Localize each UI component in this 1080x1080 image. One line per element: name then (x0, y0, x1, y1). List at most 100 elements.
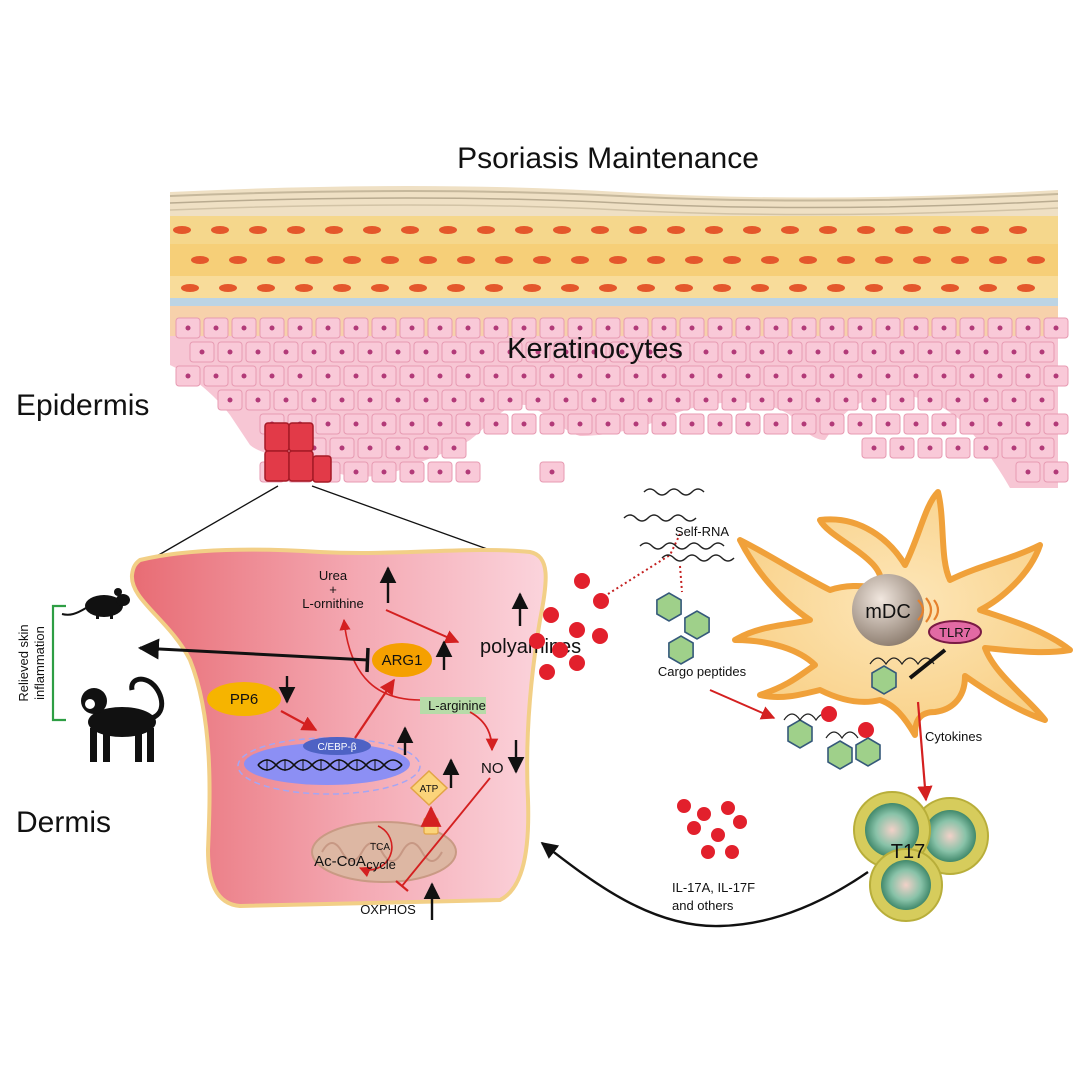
granular-nucleus (295, 284, 313, 292)
spinous-nucleus (759, 349, 765, 355)
spinous-nucleus (185, 325, 191, 331)
spinous-nucleus (871, 397, 877, 403)
spinous-nucleus (297, 325, 303, 331)
granular-nucleus (305, 256, 323, 264)
granular-nucleus (895, 226, 913, 234)
spinous-nucleus (549, 469, 555, 475)
spinous-nucleus (353, 325, 359, 331)
il17-dot (687, 821, 701, 835)
spinous-nucleus (899, 349, 905, 355)
spinous-nucleus (521, 421, 527, 427)
spinous-nucleus (1025, 373, 1031, 379)
spinous-nucleus (563, 397, 569, 403)
spinous-nucleus (1053, 469, 1059, 475)
granular-nucleus (629, 226, 647, 234)
granular-nucleus (591, 226, 609, 234)
granular-nucleus (799, 256, 817, 264)
highlighted-keratinocyte-cluster (264, 422, 332, 483)
spinous-nucleus (549, 325, 555, 331)
plus-label: + (329, 582, 337, 597)
cycle-label: cycle (366, 857, 396, 872)
granular-nucleus (705, 226, 723, 234)
granular-nucleus (249, 226, 267, 234)
spinous-nucleus (269, 325, 275, 331)
cebp-label: C/EBP-β (317, 742, 356, 753)
granular-nucleus (723, 256, 741, 264)
polyamine-dot (569, 622, 585, 638)
spinous-nucleus (241, 373, 247, 379)
granular-nucleus (647, 256, 665, 264)
spinous-nucleus (423, 349, 429, 355)
il17-dot (701, 845, 715, 859)
spinous-nucleus (297, 373, 303, 379)
cebp-to-arg1-arrow (354, 678, 395, 739)
spinous-nucleus (661, 325, 667, 331)
il17-dots (677, 799, 747, 859)
polyamine-dots (529, 573, 609, 680)
spinous-nucleus (927, 397, 933, 403)
granular-nucleus (561, 284, 579, 292)
mdc-label: mDC (865, 601, 911, 623)
spinous-nucleus (675, 349, 681, 355)
spinous-nucleus (437, 469, 443, 475)
granular-nucleus (685, 256, 703, 264)
granular-nucleus (637, 284, 655, 292)
granular-nucleus (913, 256, 931, 264)
granular-nucleus (523, 284, 541, 292)
spinous-nucleus (941, 421, 947, 427)
granular-nucleus (267, 256, 285, 264)
spinous-nucleus (689, 421, 695, 427)
dendritic-cell (732, 489, 1073, 738)
spinous-nucleus (955, 349, 961, 355)
granular-nucleus (457, 256, 475, 264)
granular-nucleus (419, 256, 437, 264)
spinous-cells (175, 317, 1069, 483)
regulation-arrows (278, 566, 529, 920)
granular-nucleus (979, 284, 997, 292)
spinous-nucleus (521, 325, 527, 331)
no-label: NO (481, 760, 504, 777)
granular-nucleus (865, 284, 883, 292)
spinous-nucleus (1039, 397, 1045, 403)
relieved-label-line2: inflammation (32, 626, 47, 700)
spinous-nucleus (759, 397, 765, 403)
spinous-nucleus (1011, 349, 1017, 355)
spinous-nucleus (927, 349, 933, 355)
granular-nucleus (485, 284, 503, 292)
zoomed-keratinocyte (129, 547, 548, 909)
spinous-nucleus (815, 397, 821, 403)
spinous-nucleus (325, 373, 331, 379)
spinous-nucleus (381, 373, 387, 379)
spinous-nucleus (983, 445, 989, 451)
spinous-nucleus (941, 373, 947, 379)
spinous-nucleus (465, 325, 471, 331)
spinous-nucleus (997, 373, 1003, 379)
granular-nucleus (173, 226, 191, 234)
spinous-nucleus (227, 349, 233, 355)
spinous-nucleus (633, 325, 639, 331)
spinous-nucleus (213, 325, 219, 331)
figure-title: Psoriasis Maintenance (457, 142, 759, 175)
granular-nucleus (1027, 256, 1045, 264)
rna-peptide-complexes (783, 706, 881, 770)
zoom-line-right (311, 485, 491, 551)
ornithine-to-polyamines-arrow (385, 609, 460, 644)
granular-nucleus (211, 226, 229, 234)
arginine-to-ornithine-arrow (339, 618, 421, 701)
atp-diamond (409, 769, 449, 807)
spinous-nucleus (983, 349, 989, 355)
nucleus-dna (237, 737, 421, 795)
spinous-nucleus (801, 421, 807, 427)
arg1-node (372, 643, 432, 677)
spinous-nucleus (619, 397, 625, 403)
granular-nucleus (609, 256, 627, 264)
spinous-nucleus (451, 397, 457, 403)
arg1-label: ARG1 (382, 652, 423, 669)
granular-nucleus (229, 256, 247, 264)
self-rna-label: Self-RNA (675, 524, 730, 539)
granular-nucleus (827, 284, 845, 292)
granular-nucleus (941, 284, 959, 292)
granular-nucleus (819, 226, 837, 234)
